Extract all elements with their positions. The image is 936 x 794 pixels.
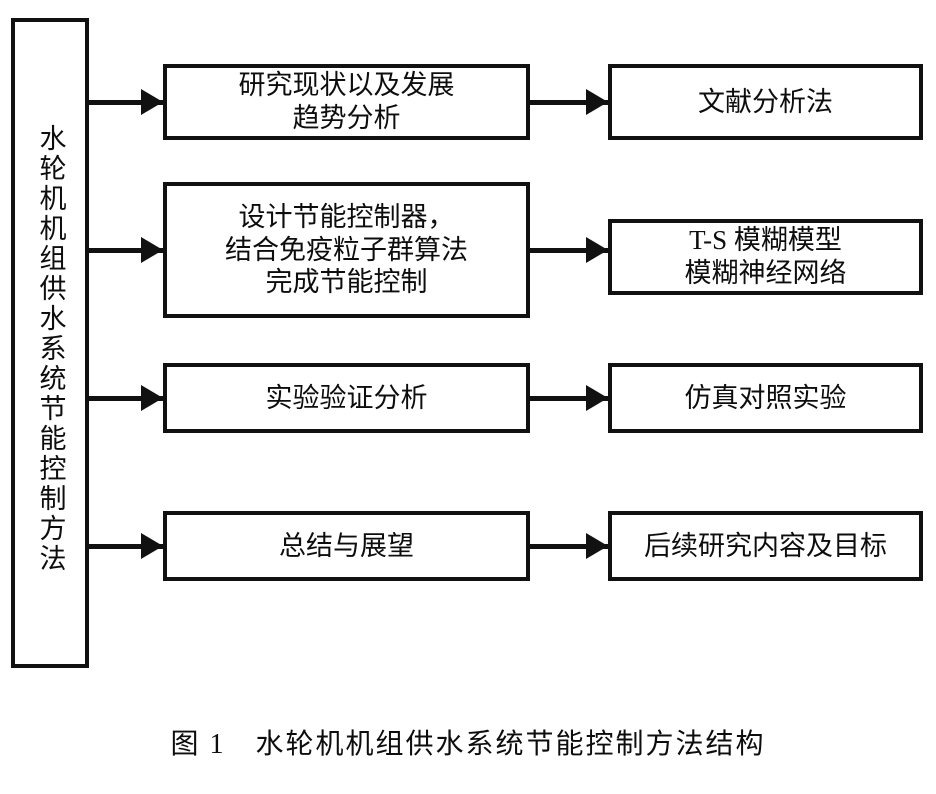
method-node-3: 仿真对照实验 — [608, 363, 923, 433]
method-node-4: 后续研究内容及目标 — [608, 511, 923, 581]
root-node: 水轮机机组供水系统节能控制方法 — [11, 18, 89, 668]
arrowhead-root-to-task-2 — [141, 237, 163, 263]
task-node-2-label: 设计节能控制器， 结合免疫粒子群算法 完成节能控制 — [225, 201, 468, 298]
arrowhead-root-to-task-4 — [141, 533, 163, 559]
connector-task-4-to-method-4 — [529, 544, 609, 549]
connector-root-to-task-1 — [87, 100, 163, 105]
connector-task-3-to-method-3 — [529, 396, 609, 401]
task-node-1-label: 研究现状以及发展 趋势分析 — [238, 70, 455, 133]
task-node-4: 总结与展望 — [163, 511, 530, 581]
task-node-2: 设计节能控制器， 结合免疫粒子群算法 完成节能控制 — [163, 182, 530, 318]
arrowhead-task-3-to-method-3 — [586, 385, 608, 411]
method-node-2: T-S 模糊模型 模糊神经网络 — [608, 219, 923, 295]
root-node-label: 水轮机机组供水系统节能控制方法 — [35, 124, 66, 574]
arrowhead-task-4-to-method-4 — [586, 533, 608, 559]
method-node-2-label: T-S 模糊模型 模糊神经网络 — [684, 225, 847, 288]
connector-root-to-task-2 — [87, 248, 163, 253]
arrowhead-task-1-to-method-1 — [586, 89, 608, 115]
connector-task-2-to-method-2 — [529, 248, 609, 253]
connector-root-to-task-3 — [87, 396, 163, 401]
method-node-4-label: 后续研究内容及目标 — [644, 530, 887, 561]
arrowhead-root-to-task-1 — [141, 89, 163, 115]
method-node-1-label: 文献分析法 — [698, 86, 833, 117]
connector-root-to-task-4 — [87, 544, 163, 549]
method-node-1: 文献分析法 — [608, 64, 923, 140]
task-node-3-label: 实验验证分析 — [265, 382, 428, 413]
task-node-3: 实验验证分析 — [163, 363, 530, 433]
task-node-1: 研究现状以及发展 趋势分析 — [163, 64, 530, 140]
task-node-4-label: 总结与展望 — [279, 530, 414, 561]
method-node-3-label: 仿真对照实验 — [684, 382, 847, 413]
arrowhead-root-to-task-3 — [141, 385, 163, 411]
connector-task-1-to-method-1 — [529, 100, 609, 105]
arrowhead-task-2-to-method-2 — [586, 237, 608, 263]
figure-caption: 图 1 水轮机机组供水系统节能控制方法结构 — [170, 729, 766, 760]
